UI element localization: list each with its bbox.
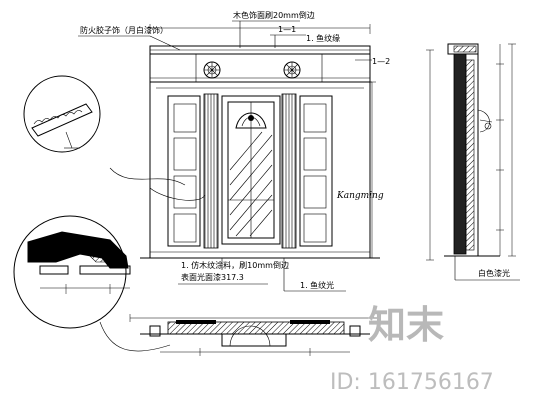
watermark: 知末 ID: 161756167 <box>330 303 494 395</box>
front-elevation: Kangming <box>109 24 384 259</box>
bottom-note-2: 表面光面漆317.3 <box>181 272 244 282</box>
bottom-note-3: 1. 鱼纹光 <box>300 280 334 290</box>
floor-plan-section <box>129 314 381 356</box>
section-mark: 1—2 <box>372 57 390 66</box>
watermark-logo-text: 知末 <box>368 303 444 347</box>
bottom-note-1: 1. 仿木纹涂料，刷10mm倒边 <box>181 260 289 270</box>
right-bottom-note: 白色漆光 <box>478 268 510 278</box>
side-section: 白色漆光 <box>426 43 520 281</box>
detail-circle-top <box>23 75 101 153</box>
rosette-left <box>203 61 221 79</box>
top-center-note: 木色饰面刷20mm倒边 <box>233 10 315 20</box>
bottom-annotations: 1. 仿木纹涂料，刷10mm倒边 表面光面漆317.3 1. 鱼纹光 <box>178 258 346 292</box>
top-annotations: 防火胶子饰（月白漆饰） 木色饰面刷20mm倒边 1—1 1. 鱼纹缘 1—2 <box>78 10 390 83</box>
top-right-note-2: 1. 鱼纹缘 <box>306 33 340 43</box>
detail-circle-bottom <box>13 215 171 352</box>
top-left-note: 防火胶子饰（月白漆饰） <box>80 25 168 35</box>
rosette-right <box>283 61 301 79</box>
central-glass-door <box>221 95 281 245</box>
top-right-note-1: 1—1 <box>278 25 296 34</box>
signature-text: Kangming <box>336 191 384 201</box>
watermark-id-text: ID: 161756167 <box>330 370 494 395</box>
